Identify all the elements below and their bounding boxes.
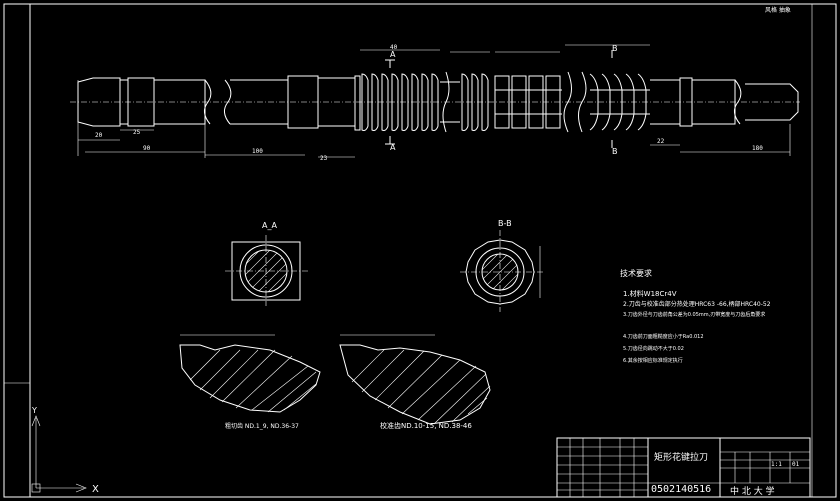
- drawing-number: 0502140516: [651, 484, 711, 495]
- section-a-bottom-label: A: [390, 143, 396, 152]
- tech-item-5: 5.刀齿径向跳动不大于0.02: [623, 345, 684, 352]
- dim-20: 20: [95, 132, 103, 139]
- section-b-b-view: B-B: [460, 219, 545, 312]
- title-block: 矩形花键拉刀 0502140516 1:1 01 中 北 大 学: [556, 437, 811, 498]
- dim-23: 23: [320, 155, 328, 162]
- tech-item-3: 3.刀齿外径与刀齿前角公差为0.05mm,刃带宽度与刀齿后角要求: [623, 311, 765, 318]
- sheet-number: 01: [792, 461, 800, 468]
- tech-item-4: 4.刀齿前刀面粗糙度应小于Ra0.012: [623, 333, 704, 340]
- caption-calibrating-tooth: 校准齿ND.10-15, ND.38-46: [380, 421, 472, 430]
- dim-40: 40: [390, 44, 398, 51]
- section-b-b-title: B-B: [498, 219, 512, 228]
- ucs-icon: X Y: [31, 406, 99, 495]
- tech-title: 技术要求: [620, 268, 652, 278]
- tech-item-6: 6.其余按相应标准规定执行: [623, 357, 683, 364]
- dim-25: 25: [133, 129, 141, 136]
- tech-item-1: 1.材料W18Cr4V: [623, 289, 677, 298]
- section-a-a-title: A_A: [262, 221, 277, 230]
- part-name: 矩形花键拉刀: [654, 451, 708, 463]
- technical-requirements: 技术要求 1.材料W18Cr4V 2.刀齿与校准齿部分热处理HRC63 -66,…: [620, 268, 771, 364]
- drawing-frame: [3, 3, 837, 498]
- section-b-top-label: B: [612, 44, 618, 53]
- dim-100: 100: [252, 148, 263, 155]
- tech-item-2: 2.刀齿与校准齿部分热处理HRC63 -66,柄部HRC40-52: [623, 300, 771, 308]
- section-a-top-label: A: [390, 50, 396, 59]
- dim-180: 180: [752, 145, 763, 152]
- section-a-a-view: A_A: [225, 221, 308, 306]
- section-b-bottom-label: B: [612, 147, 618, 156]
- ucs-x-label: X: [92, 484, 99, 495]
- broach-main-view: A A B B 90 100 23 180 20 25 40 22: [70, 44, 800, 162]
- dim-22: 22: [657, 138, 665, 145]
- detail-calibrating-tooth: 校准齿ND.10-15, ND.38-46: [339, 334, 491, 430]
- ucs-y-label: Y: [31, 406, 37, 415]
- detail-roughing-tooth: 粗切齿 ND.1_9, ND.36-37: [179, 334, 321, 430]
- caption-roughing-tooth: 粗切齿 ND.1_9, ND.36-37: [225, 422, 299, 430]
- corner-mark: 风格 抽象: [765, 6, 791, 14]
- school-name: 中 北 大 学: [730, 485, 775, 497]
- scale-value: 1:1: [771, 461, 782, 468]
- dim-90: 90: [143, 145, 151, 152]
